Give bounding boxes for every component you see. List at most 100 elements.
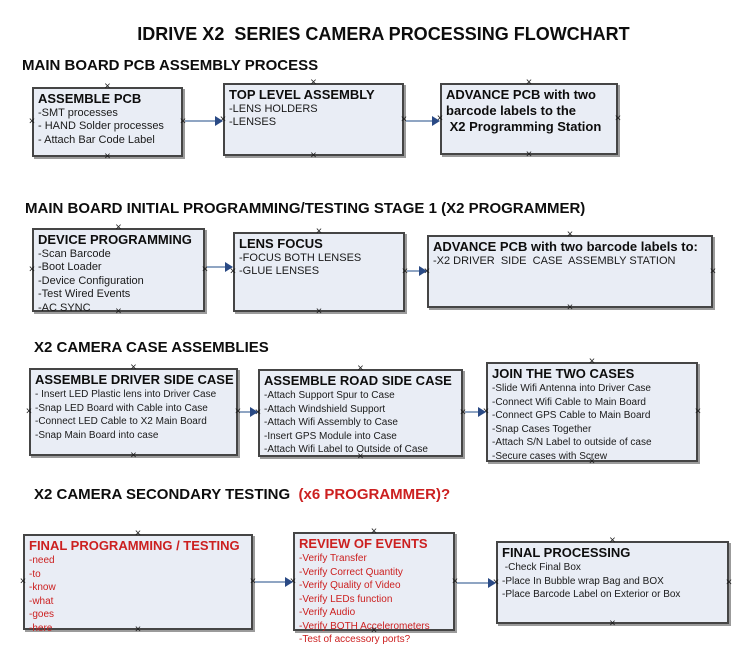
box-item: -Check Final Box	[502, 562, 581, 573]
arrow-line	[207, 266, 226, 268]
flow-box-advance-pcb-driver-side: ADVANCE PCB with two barcode labels to: …	[424, 229, 717, 313]
box-item: -Snap LED Board with Cable into Case	[35, 402, 208, 414]
connection-handle-icon: ×	[19, 575, 27, 588]
box-item: -Verify Quality of Video	[299, 580, 401, 591]
section-heading-black-part: X2 CAMERA SECONDARY TESTING	[34, 486, 299, 503]
box-item: -Verify Transfer	[299, 553, 367, 564]
flow-arrow	[207, 261, 233, 273]
arrow-line	[255, 581, 286, 583]
box-item: -Test of accessory ports?	[299, 634, 411, 645]
connection-handle-icon: ×	[315, 305, 323, 318]
flow-arrow	[240, 406, 258, 418]
flow-box-assemble-driver-side-case: ASSEMBLE DRIVER SIDE CASE - Insert LED P…	[26, 362, 241, 461]
box-item: -GLUE LENSES	[239, 265, 320, 278]
box-item: -Connect GPS Cable to Main Board	[492, 410, 651, 421]
connection-handle-icon: ×	[525, 148, 533, 161]
box-item: -Attach S/N Label to outside of case	[492, 437, 652, 448]
connection-handle-icon: ×	[709, 265, 717, 277]
box-item: -Attach Wifi Assembly to Case	[264, 417, 398, 428]
connection-handle-icon: ×	[725, 576, 733, 588]
box-item: -FOCUS BOTH LENSES	[239, 252, 362, 264]
box-item: -LENSES	[229, 116, 277, 129]
box-item: -Connect Wifi Cable to Main Board	[492, 396, 646, 408]
box-item: -Scan Barcode	[38, 248, 111, 260]
arrowhead-icon	[419, 266, 427, 276]
connection-handle-icon: ×	[28, 263, 36, 276]
box-item: -Attach Support Spur to Case	[264, 390, 395, 401]
box-item: -Connect LED Cable to X2 Main Board	[35, 416, 207, 427]
box-item: -Verify LEDs function	[299, 593, 393, 605]
arrowhead-icon	[215, 116, 223, 126]
box-item: -Test Wired Events	[38, 288, 131, 301]
flow-box-assemble-pcb: ASSEMBLE PCB -SMT processes - HAND Solde…	[28, 81, 186, 162]
box-item: -need	[29, 555, 55, 566]
box-item: -goes	[29, 609, 55, 620]
box-title: ASSEMBLE ROAD SIDE CASE	[264, 373, 452, 388]
box-title: ASSEMBLE DRIVER SIDE CASE	[35, 372, 234, 387]
arrowhead-icon	[488, 578, 496, 588]
box-item: - Insert LED Plastic lens into Driver Ca…	[35, 389, 217, 400]
flow-box-final-processing: FINAL PROCESSING -Check Final Box -Place…	[493, 535, 733, 629]
connection-handle-icon: ×	[104, 150, 111, 163]
flow-box-device-programming: DEVICE PROGRAMMING -Scan Barcode -Boot L…	[28, 222, 208, 317]
box-item: -here	[29, 622, 53, 634]
connection-handle-icon: ×	[310, 149, 317, 162]
flow-box-final-programming-testing: FINAL PROGRAMMING / TESTING -need -to -k…	[19, 528, 256, 635]
arrowhead-icon	[432, 116, 440, 126]
box-title: barcode labels to the	[446, 103, 577, 118]
box-title: ADVANCE PCB with two	[446, 87, 596, 102]
box-item: -what	[29, 595, 54, 607]
box-item: -Attach Wifi Label to Outside of Case	[264, 444, 428, 455]
connection-handle-icon: ×	[566, 301, 574, 314]
flow-box-assemble-road-side-case: ASSEMBLE ROAD SIDE CASE -Attach Support …	[255, 363, 466, 462]
box-title: ADVANCE PCB with two barcode labels to:	[433, 239, 698, 254]
section-heading-secondary-testing: X2 CAMERA SECONDARY TESTING (x6 PROGRAMM…	[34, 486, 450, 503]
box-title: LENS FOCUS	[239, 236, 323, 251]
box-item: -Snap Cases Together	[492, 423, 592, 435]
box-title: X2 Programming Station	[446, 119, 602, 134]
arrowhead-icon	[225, 262, 233, 272]
box-item: -to	[29, 568, 41, 580]
connection-handle-icon: ×	[609, 617, 616, 630]
flow-arrow	[457, 577, 496, 589]
section-heading-initial-programming: MAIN BOARD INITIAL PROGRAMMING/TESTING S…	[25, 200, 586, 217]
box-item: -Verify BOTH Accelerometers	[299, 620, 430, 632]
box-item: -Slide Wifi Antenna into Driver Case	[492, 383, 651, 394]
arrow-line	[240, 411, 251, 413]
connection-handle-icon: ×	[130, 449, 137, 462]
box-item: -Secure cases with Screw	[492, 450, 608, 462]
box-item: -Boot Loader	[38, 261, 102, 274]
flow-box-lens-focus: LENS FOCUS -FOCUS BOTH LENSES -GLUE LENS…	[230, 226, 408, 317]
connection-handle-icon: ×	[614, 112, 622, 125]
flow-arrow	[406, 115, 440, 127]
flow-box-join-the-two-cases: JOIN THE TWO CASES -Slide Wifi Antenna i…	[483, 356, 702, 467]
connection-handle-icon: ×	[28, 115, 36, 128]
box-item: -Attach Windshield Support	[264, 403, 386, 415]
flow-arrow	[465, 406, 486, 418]
connection-handle-icon: ×	[694, 405, 702, 418]
flow-box-review-of-events: REVIEW OF EVENTS -Verify Transfer -Verif…	[290, 526, 458, 645]
section-heading-case-assemblies: X2 CAMERA CASE ASSEMBLIES	[34, 339, 269, 356]
box-item: -know	[29, 582, 56, 593]
arrow-line	[465, 411, 479, 413]
box-item: - Attach Bar Code Label	[38, 133, 155, 146]
box-title: JOIN THE TWO CASES	[492, 366, 635, 381]
arrow-line	[185, 120, 216, 122]
arrowhead-icon	[478, 407, 486, 417]
flow-arrow	[407, 265, 427, 277]
flow-arrow	[185, 115, 223, 127]
box-title: ASSEMBLE PCB	[38, 91, 142, 106]
box-item: - HAND Solder processes	[38, 120, 164, 133]
box-item: -LENS HOLDERS	[229, 103, 318, 115]
arrow-line	[457, 582, 489, 584]
box-title: FINAL PROCESSING	[502, 545, 631, 560]
section-heading-pcb-assembly: MAIN BOARD PCB ASSEMBLY PROCESS	[22, 57, 319, 74]
box-item: -Snap Main Board into case	[35, 429, 159, 441]
box-item: -Place In Bubble wrap Bag and BOX	[502, 575, 664, 587]
box-item: -Verify Audio	[299, 607, 356, 618]
box-title: FINAL PROGRAMMING / TESTING	[29, 538, 240, 553]
box-title: REVIEW OF EVENTS	[299, 536, 428, 551]
arrow-line	[407, 270, 420, 272]
box-item: -Insert GPS Module into Case	[264, 430, 397, 442]
